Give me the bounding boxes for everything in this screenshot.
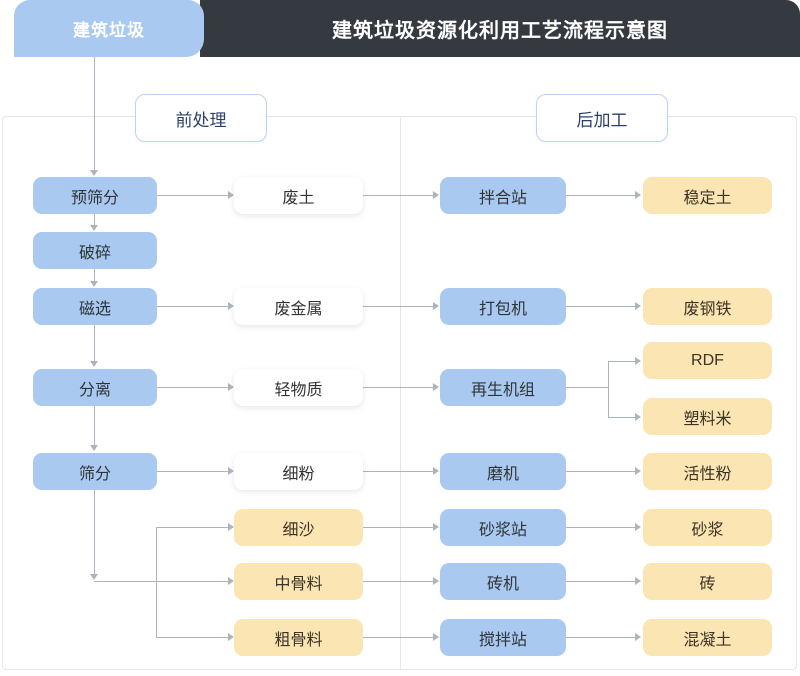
edge-bracket-to-rdf bbox=[608, 361, 638, 362]
edge-aggregate-trunk bbox=[156, 527, 157, 637]
edge-fine-sand-to-mortar-station bbox=[363, 527, 436, 528]
edge-screen-to-fine-powder bbox=[157, 471, 231, 472]
arrowhead-baler bbox=[433, 302, 439, 310]
node-recycling-unit[interactable]: 再生机组 bbox=[440, 369, 566, 406]
node-medium-aggregate[interactable]: 中骨料 bbox=[234, 563, 363, 600]
arrowhead-plastic-pellet bbox=[635, 413, 641, 421]
section-header-pre-processing: 前处理 bbox=[135, 94, 267, 142]
node-concrete[interactable]: 混凝土 bbox=[643, 619, 772, 656]
edge-medium-aggregate-to-brick-machine bbox=[363, 581, 436, 582]
arrowhead-batching-plant bbox=[433, 633, 439, 641]
node-magnetic-separation[interactable]: 磁选 bbox=[33, 288, 157, 325]
node-separation[interactable]: 分离 bbox=[33, 369, 157, 406]
source-tab-construction-waste: 建筑垃圾 bbox=[14, 0, 204, 57]
arrowhead-brick-machine bbox=[433, 577, 439, 585]
node-coarse-aggregate[interactable]: 粗骨料 bbox=[234, 619, 363, 656]
edge-recycling-unit-bracket bbox=[608, 361, 609, 417]
edge-separate-to-screen bbox=[94, 405, 95, 445]
node-pre-screening[interactable]: 预筛分 bbox=[33, 177, 157, 214]
edge-batching-plant-to-concrete bbox=[566, 637, 638, 638]
section-header-post-processing: 后加工 bbox=[536, 94, 668, 142]
edge-brick-machine-to-brick bbox=[566, 581, 638, 582]
arrowhead-prescreen bbox=[90, 170, 98, 176]
edge-separate-to-light-material bbox=[157, 387, 231, 388]
title-bar: 建筑垃圾资源化利用工艺流程示意图 bbox=[200, 0, 800, 57]
edge-prescreen-to-crush bbox=[94, 214, 95, 226]
edge-fine-powder-to-mill bbox=[363, 471, 436, 472]
node-waste-soil[interactable]: 废土 bbox=[234, 177, 363, 214]
edge-waste-soil-to-mixing-station bbox=[363, 195, 436, 196]
arrowhead-concrete bbox=[635, 633, 641, 641]
edge-magnetic-to-separate bbox=[94, 325, 95, 361]
edge-screen-to-aggregate-trunk bbox=[94, 581, 231, 582]
node-light-material[interactable]: 轻物质 bbox=[234, 369, 363, 406]
node-screening[interactable]: 筛分 bbox=[33, 453, 157, 490]
edge-crush-to-magnetic bbox=[94, 269, 95, 281]
arrowhead-fine-sand bbox=[228, 523, 234, 531]
edge-trunk-to-fine-sand bbox=[156, 527, 231, 528]
node-fine-powder[interactable]: 细粉 bbox=[234, 453, 363, 490]
edge-screen-down bbox=[94, 489, 95, 574]
edge-trunk-to-coarse-aggregate bbox=[156, 637, 231, 638]
node-plastic-pellet[interactable]: 塑料米 bbox=[643, 398, 772, 435]
arrowhead-magnetic bbox=[90, 281, 98, 287]
node-mortar-station[interactable]: 砂浆站 bbox=[440, 509, 566, 546]
arrowhead-active-powder bbox=[635, 467, 641, 475]
edge-recycling-unit-stem bbox=[566, 387, 609, 388]
arrowhead-mortar bbox=[635, 523, 641, 531]
arrowhead-brick bbox=[635, 577, 641, 585]
page-title: 建筑垃圾资源化利用工艺流程示意图 bbox=[332, 20, 668, 42]
edge-bracket-to-plastic-pellet bbox=[608, 417, 638, 418]
arrowhead-rdf bbox=[635, 357, 641, 365]
edge-mortar-station-to-mortar bbox=[566, 527, 638, 528]
arrowhead-waste-soil bbox=[228, 191, 234, 199]
edge-magnetic-to-waste-metal bbox=[157, 306, 231, 307]
node-fine-sand[interactable]: 细沙 bbox=[234, 509, 363, 546]
arrowhead-mill bbox=[433, 467, 439, 475]
arrowhead-light-material bbox=[228, 383, 234, 391]
arrowhead-screen-down bbox=[90, 574, 98, 580]
arrowhead-waste-metal bbox=[228, 302, 234, 310]
node-mill[interactable]: 磨机 bbox=[440, 453, 566, 490]
edge-mill-to-active-powder bbox=[566, 471, 638, 472]
edge-source-to-prescreen bbox=[94, 57, 95, 171]
edge-coarse-aggregate-to-batching-plant bbox=[363, 637, 436, 638]
node-scrap-steel[interactable]: 废钢铁 bbox=[643, 288, 772, 325]
edge-prescreen-to-waste-soil bbox=[157, 195, 231, 196]
section-divider bbox=[400, 117, 401, 670]
edge-waste-metal-to-baler bbox=[363, 306, 436, 307]
arrowhead-separate bbox=[90, 361, 98, 367]
edge-baler-to-scrap-steel bbox=[566, 306, 638, 307]
node-batching-plant[interactable]: 搅拌站 bbox=[440, 619, 566, 656]
node-active-powder[interactable]: 活性粉 bbox=[643, 453, 772, 490]
arrowhead-stabilized-soil bbox=[635, 191, 641, 199]
arrowhead-recycling-unit bbox=[433, 383, 439, 391]
node-brick-machine[interactable]: 砖机 bbox=[440, 563, 566, 600]
arrowhead-mixing-station bbox=[433, 191, 439, 199]
node-mixing-station[interactable]: 拌合站 bbox=[440, 177, 566, 214]
node-brick[interactable]: 砖 bbox=[643, 563, 772, 600]
node-crushing[interactable]: 破碎 bbox=[33, 232, 157, 269]
node-rdf[interactable]: RDF bbox=[643, 342, 772, 379]
arrowhead-medium-aggregate bbox=[228, 577, 234, 585]
arrowhead-crush bbox=[90, 225, 98, 231]
node-waste-metal[interactable]: 废金属 bbox=[234, 288, 363, 325]
edge-mixing-station-to-stabilized-soil bbox=[566, 195, 638, 196]
arrowhead-mortar-station bbox=[433, 523, 439, 531]
arrowhead-scrap-steel bbox=[635, 302, 641, 310]
node-baler[interactable]: 打包机 bbox=[440, 288, 566, 325]
edge-light-material-to-recycling-unit bbox=[363, 387, 436, 388]
arrowhead-screen bbox=[90, 445, 98, 451]
node-mortar[interactable]: 砂浆 bbox=[643, 509, 772, 546]
arrowhead-coarse-aggregate bbox=[228, 633, 234, 641]
node-stabilized-soil[interactable]: 稳定土 bbox=[643, 177, 772, 214]
arrowhead-fine-powder bbox=[228, 467, 234, 475]
